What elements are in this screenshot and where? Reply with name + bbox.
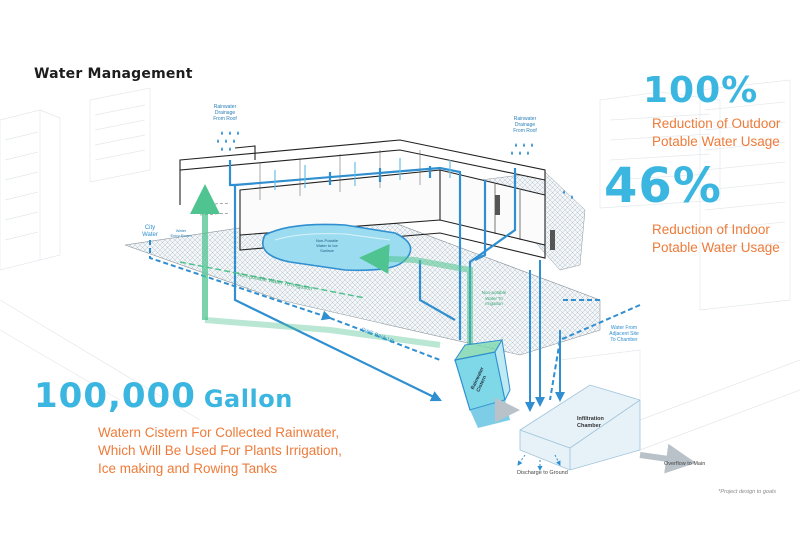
stat-indoor-line2: Potable Water Usage — [652, 240, 780, 255]
label-rain-left-1: Rainwater — [213, 104, 237, 110]
stat-indoor-value: 46% — [604, 158, 722, 214]
stat-indoor-desc: Reduction of Indoor Potable Water Usage — [652, 221, 780, 257]
label-adjacent-2: Adjacent Site — [609, 331, 639, 337]
cistern-desc-line2: Which Will Be Used For Plants Irrigation… — [98, 443, 342, 458]
label-infiltration-1: Infiltration — [577, 416, 604, 422]
cistern-capacity-number: 100,000 — [34, 376, 196, 416]
label-surface-2: Water to Ice — [316, 243, 338, 248]
page-title: Water Management — [34, 66, 193, 82]
label-water-entry: Water Entry Room — [168, 228, 194, 238]
window-panel — [495, 195, 500, 215]
label-rain-right-1: Rainwater — [513, 116, 537, 122]
label-rain-right-2: Drainage — [514, 122, 536, 128]
stat-outdoor-desc: Reduction of Outdoor Potable Water Usage — [652, 115, 780, 151]
label-discharge: Discharge to Ground — [517, 470, 568, 476]
stat-indoor-line1: Reduction of Indoor — [652, 222, 770, 237]
label-city-water-2: Water — [142, 232, 158, 238]
infiltration-chamber — [519, 384, 641, 471]
label-non-potable-irrigation: Non-potable Water To Irrigation — [478, 290, 510, 307]
label-city-water-1: City — [144, 225, 156, 231]
label-rain-left: Rainwater Drainage From Roof — [205, 104, 245, 122]
downspout-pipes — [274, 158, 451, 190]
label-rain-left-3: From Roof — [213, 116, 237, 122]
overflow-arrow — [639, 443, 696, 474]
label-adjacent-water: Water From Adjacent Site To Chamber — [604, 325, 644, 343]
footnote: *Project design to goals — [718, 489, 776, 495]
label-non-potable-surface: Non-Potable Water to Ice Surface — [310, 238, 344, 253]
label-city-water: City Water — [136, 225, 164, 239]
label-water-entry-1: Water — [175, 228, 187, 233]
stat-outdoor-line1: Reduction of Outdoor — [652, 116, 781, 131]
rain-drops-right — [511, 143, 573, 199]
cistern-desc-line1: Watern Cistern For Collected Rainwater, — [98, 425, 340, 440]
cistern-description: Watern Cistern For Collected Rainwater, … — [98, 424, 342, 478]
label-irrigation-2: Water To — [485, 295, 503, 301]
label-infiltration-2: Chamber — [577, 423, 601, 429]
pool-inflow-arrow — [365, 250, 385, 266]
label-rain-right-3: From Roof — [513, 128, 537, 134]
discharge-arrows — [517, 454, 561, 471]
label-surface-3: Surface — [320, 248, 334, 253]
label-infiltration: Infiltration Chamber — [577, 416, 604, 430]
cistern-desc-line3: Ice making and Rowing Tanks — [98, 461, 278, 476]
stat-outdoor-value: 100% — [643, 70, 759, 111]
label-rain-right: Rainwater Drainage From Roof — [505, 116, 545, 134]
stat-outdoor-line2: Potable Water Usage — [652, 134, 780, 149]
label-rain-left-2: Drainage — [214, 110, 236, 116]
label-irrigation-3: Irrigation — [485, 301, 503, 306]
rain-drops-left — [217, 131, 239, 151]
label-adjacent-3: To Chamber — [610, 337, 638, 343]
cistern-capacity-unit: Gallon — [203, 385, 293, 413]
city-water-line — [149, 240, 332, 321]
infiltration-drains — [525, 260, 565, 412]
label-irrigation-1: Non-potable — [481, 290, 507, 295]
label-overflow: Overflow to Main — [664, 461, 706, 467]
label-adjacent-1: Water From — [610, 325, 638, 331]
non-potable-pipes — [179, 184, 473, 348]
label-water-entry-2: Entry Room — [170, 233, 192, 238]
label-surface-1: Non-Potable — [315, 238, 339, 243]
